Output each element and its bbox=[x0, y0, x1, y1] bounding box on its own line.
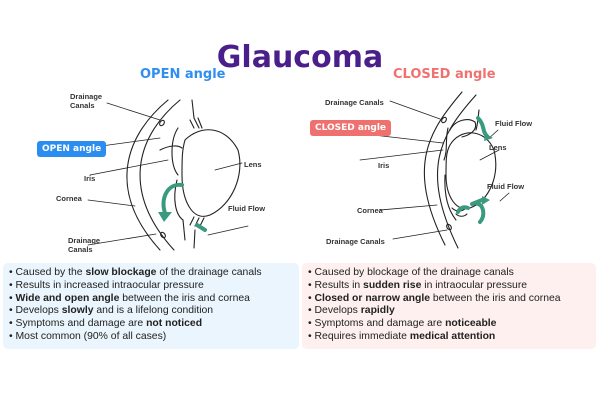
closed-angle-facts-panel: Caused by blockage of the drainage canal… bbox=[302, 263, 596, 349]
closed-label-cornea: Cornea bbox=[357, 206, 383, 215]
closed-lens bbox=[445, 132, 497, 210]
fact-item: Requires immediate medical attention bbox=[308, 331, 596, 344]
open-cornea-inner bbox=[139, 99, 181, 251]
fact-item: Develops slowly and is a lifelong condit… bbox=[9, 305, 299, 318]
open-angle-badge: OPEN angle bbox=[37, 141, 107, 157]
closed-iris bbox=[443, 127, 449, 161]
closed-label-lens: Lens bbox=[489, 143, 507, 152]
open-fluid-flow-arrowhead bbox=[158, 212, 172, 222]
open-cornea-outer bbox=[126, 99, 169, 251]
open-angle-facts-panel: Caused by the slow blockage of the drain… bbox=[3, 263, 299, 349]
closed-angle-eye-diagram bbox=[329, 91, 510, 249]
closed-drainage-canal-bottom bbox=[446, 223, 452, 231]
open-lens bbox=[181, 129, 241, 217]
open-label-cornea: Cornea bbox=[56, 194, 82, 203]
fact-item: Wide and open angle between the iris and… bbox=[9, 293, 299, 306]
open-label-lens: Lens bbox=[244, 160, 262, 169]
fact-item: Caused by the slow blockage of the drain… bbox=[9, 267, 299, 280]
closed-label-drainage-canals-bottom: Drainage Canals bbox=[326, 237, 385, 246]
open-fluid-flow-arrow bbox=[161, 182, 207, 232]
fact-item: Most common (90% of all cases) bbox=[9, 331, 299, 344]
fact-item: Closed or narrow angle between the iris … bbox=[308, 293, 596, 306]
closed-angle-heading: CLOSED angle bbox=[393, 67, 496, 82]
fact-item: Develops rapidly bbox=[308, 305, 596, 318]
open-label-fluid-flow: Fluid Flow bbox=[228, 204, 266, 213]
page-title: Glaucoma bbox=[216, 40, 384, 75]
closed-fluid-flow-arrowhead-top bbox=[484, 133, 493, 141]
open-iris bbox=[171, 127, 179, 176]
fact-item: Symptoms and damage are noticeable bbox=[308, 318, 596, 331]
closed-angle-badge: CLOSED angle bbox=[310, 120, 392, 136]
closed-label-fluid-flow-top: Fluid Flow bbox=[495, 119, 533, 128]
open-label-drainage-canals-bottom: Drainage Canals bbox=[68, 236, 101, 254]
open-angle-heading: OPEN angle bbox=[140, 67, 226, 82]
eye-diagrams bbox=[87, 91, 510, 251]
fact-item: Results in sudden rise in intraocular pr… bbox=[308, 280, 596, 293]
open-label-drainage-canals-top: Drainage Canals bbox=[70, 92, 103, 110]
closed-label-iris: Iris bbox=[378, 161, 390, 170]
closed-cornea-outer bbox=[423, 91, 463, 246]
closed-label-drainage-canals: Drainage Canals bbox=[325, 98, 384, 107]
closed-drainage-canal-top bbox=[441, 116, 447, 124]
open-angle-facts-list: Caused by the slow blockage of the drain… bbox=[9, 267, 299, 344]
fact-item: Caused by blockage of the drainage canal… bbox=[308, 267, 596, 280]
closed-fluid-flow-arrowhead-bottom bbox=[482, 196, 490, 205]
open-drainage-canal-bottom bbox=[160, 231, 166, 239]
closed-label-fluid-flow-bottom: Fluid Flow bbox=[487, 182, 525, 191]
open-drainage-canal-top bbox=[159, 119, 165, 127]
closed-angle-facts-list: Caused by blockage of the drainage canal… bbox=[308, 267, 596, 344]
fact-item: Symptoms and damage are not noticed bbox=[9, 318, 299, 331]
fact-item: Results in increased intraocular pressur… bbox=[9, 280, 299, 293]
open-label-iris: Iris bbox=[84, 174, 96, 183]
closed-cornea-inner bbox=[437, 94, 477, 249]
open-angle-eye-diagram bbox=[87, 99, 249, 251]
